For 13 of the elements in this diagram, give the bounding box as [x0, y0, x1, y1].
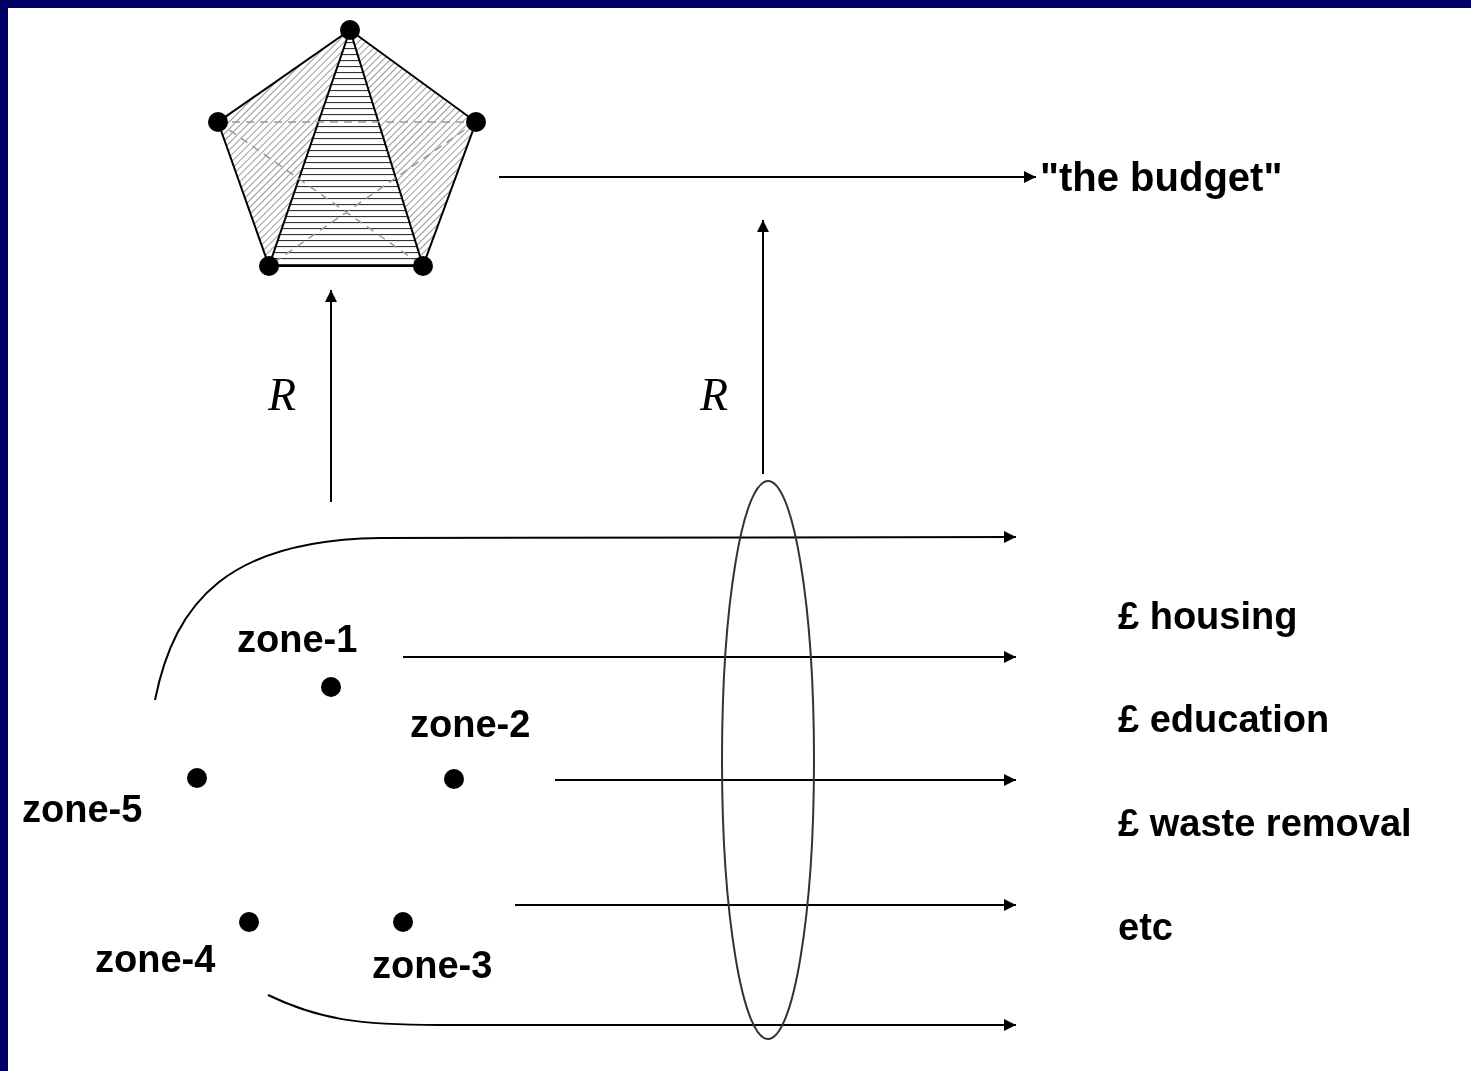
arrow: [498, 171, 1037, 183]
cost-label: £ education: [1118, 700, 1330, 738]
output-label: "the budget": [1040, 155, 1283, 199]
cost-label: etc: [1118, 908, 1173, 946]
zone-label: zone-4: [95, 940, 216, 978]
arrow: [757, 219, 769, 475]
cost-label: £ housing: [1118, 597, 1298, 635]
zone-label: zone-2: [410, 705, 531, 743]
cost-label: £ waste removal: [1118, 804, 1412, 842]
zone-label: zone-1: [237, 620, 358, 658]
zone-label: zone-3: [372, 946, 493, 984]
zone-label: zone-5: [22, 790, 143, 828]
arrow: [325, 289, 337, 503]
